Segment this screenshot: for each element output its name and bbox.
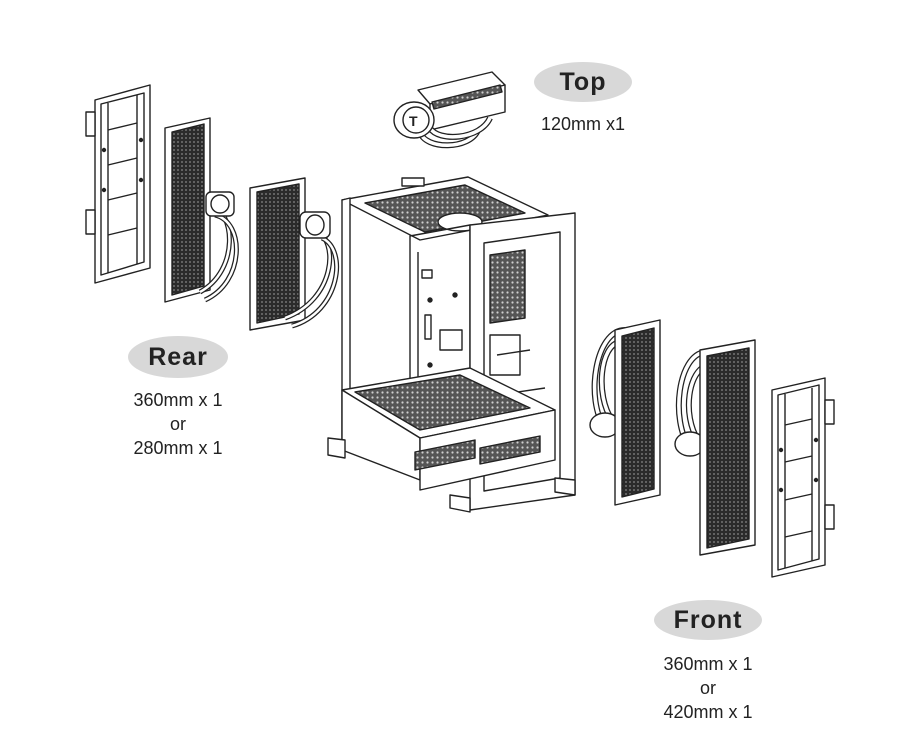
rear-spec: 360mm x 1 or 280mm x 1 (108, 388, 248, 460)
top-spec-line: 120mm x1 (540, 114, 626, 134)
rear-spec-line: 280mm x 1 (133, 438, 223, 458)
case-chassis (327, 176, 576, 513)
rear-spec-line: or (169, 414, 186, 434)
rear-mounting-bracket (85, 84, 151, 284)
rear-label: Rear (128, 336, 228, 378)
svg-text:T: T (409, 113, 418, 129)
rear-radiator-360 (164, 117, 239, 303)
front-radiator-360 (589, 319, 661, 506)
front-spec: 360mm x 1 or 420mm x 1 (638, 652, 778, 724)
rear-radiator-280 (249, 177, 339, 331)
top-spec: 120mm x1 (524, 112, 642, 136)
front-spec-line: 360mm x 1 (663, 654, 753, 674)
front-spec-line: or (699, 678, 716, 698)
front-mounting-bracket (771, 377, 835, 578)
front-label: Front (654, 600, 762, 640)
front-spec-line: 420mm x 1 (663, 702, 753, 722)
top-radiator-120: T (393, 71, 506, 149)
top-label: Top (534, 62, 632, 102)
front-radiator-420 (674, 339, 756, 556)
rear-spec-line: 360mm x 1 (133, 390, 223, 410)
